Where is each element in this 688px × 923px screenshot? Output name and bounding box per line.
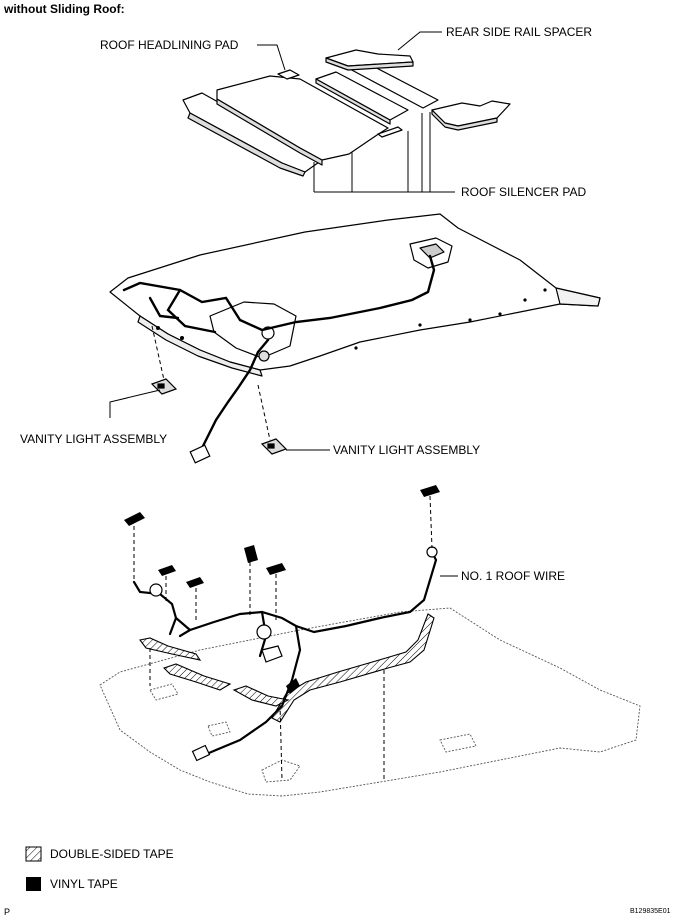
headliner-assembly [109, 213, 601, 377]
wire-connectors-lower [149, 546, 438, 762]
vinyl-tape-pieces [124, 485, 440, 694]
label-roof-silencer-pad: ROOF SILENCER PAD [461, 185, 587, 199]
legend-vinyl-swatch [26, 877, 41, 891]
label-vanity-light-right: VANITY LIGHT ASSEMBLY [333, 443, 481, 457]
legend-double-sided-swatch [25, 846, 42, 862]
vinyl-tape-2 [158, 565, 176, 576]
double-sided-tape-left [162, 663, 232, 691]
double-sided-tape-center [232, 685, 290, 707]
vinyl-tape-7 [286, 678, 300, 694]
connector-plug [189, 444, 211, 464]
footer-page-letter: P [4, 907, 11, 917]
vinyl-tape-4 [244, 545, 258, 563]
label-no1-roof-wire: NO. 1 ROOF WIRE [461, 569, 566, 583]
roof-pads-group [182, 49, 511, 193]
leader-lines-lower [133, 495, 433, 781]
label-rear-side-rail-spacer: REAR SIDE RAIL SPACER [446, 25, 593, 39]
headliner-clips [156, 288, 547, 350]
headliner-wiring [122, 254, 436, 454]
double-sided-tape-front [139, 637, 202, 661]
label-vanity-light-left: VANITY LIGHT ASSEMBLY [20, 432, 168, 446]
roof-headlining-pad-shape [277, 69, 300, 80]
vanity-light-left-shape [150, 378, 178, 395]
headliner-lower [99, 607, 641, 797]
leader-lines-middle [109, 325, 330, 451]
leader-lines-top [257, 31, 442, 71]
vanity-light-right-shape [260, 438, 288, 455]
legend-double-sided-label: DOUBLE-SIDED TAPE [50, 847, 174, 861]
section-header: without Sliding Roof: [4, 2, 125, 16]
double-sided-tape-strips [139, 613, 435, 723]
vinyl-tape-1 [124, 512, 145, 526]
vinyl-tape-5 [266, 563, 286, 575]
label-roof-headlining-pad: ROOF HEADLINING PAD [100, 38, 239, 52]
vinyl-tape-6 [420, 485, 440, 497]
legend-vinyl-label: VINYL TAPE [50, 877, 118, 891]
footer-figure-code: B129835E01 [630, 908, 671, 915]
vinyl-tape-3 [186, 577, 204, 588]
